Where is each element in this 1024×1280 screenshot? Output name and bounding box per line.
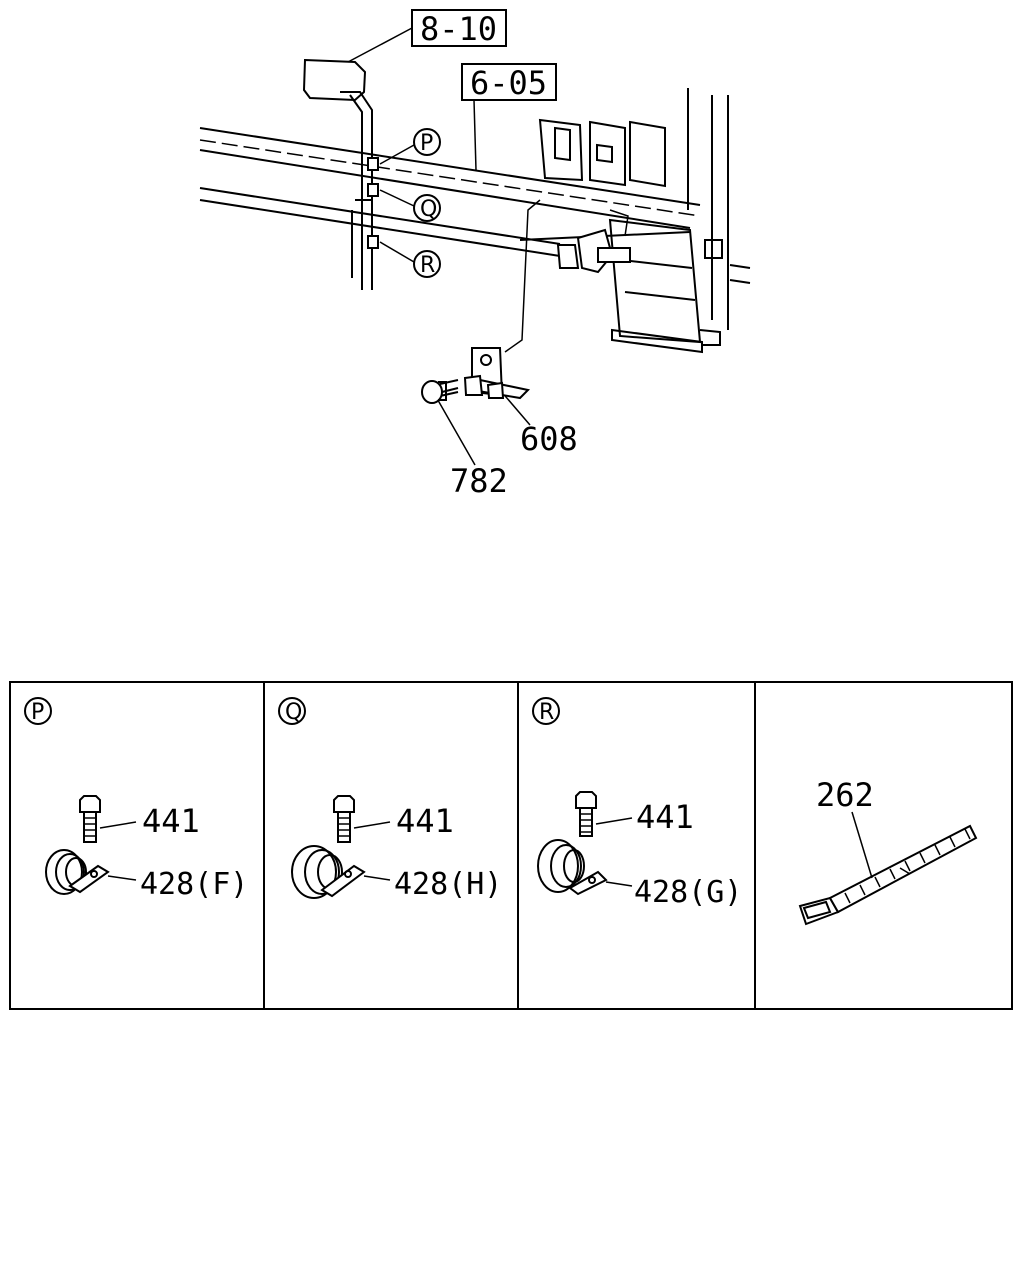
panel-tie-label: 262: [816, 776, 874, 814]
callout-q-label: Q: [420, 197, 437, 222]
stay-clips: [367, 157, 379, 249]
panel-q-clip-label: 428(H): [394, 867, 502, 902]
panel-r-clip-label: 428(G): [634, 875, 742, 910]
ref-box-8-10: [411, 9, 507, 47]
panel-q-bolt-label: 441: [396, 802, 454, 840]
detail-panel-r: R 441 428(G): [532, 697, 742, 910]
callout-p-label: P: [420, 131, 433, 156]
bolt-782: [421, 379, 459, 404]
detail-panel-tie: 262: [798, 776, 978, 926]
callout-r-circle: [413, 250, 441, 278]
main-assembly: 8-10 6-05 P Q R 608 782: [199, 9, 751, 500]
ref-8-10-label: 8-10: [420, 10, 497, 48]
part-608-label: 608: [520, 420, 578, 458]
detail-panel-q: Q 441 428(H): [278, 697, 502, 902]
bolt-441-icon: [575, 791, 597, 837]
panel-p-bolt-label: 441: [142, 802, 200, 840]
rail-fitting: [556, 209, 631, 274]
clip-428-icon: [45, 849, 110, 895]
clip-428-icon: [537, 839, 608, 896]
panel-p-marker: P: [31, 700, 44, 725]
panel-r-bolt-label: 441: [636, 798, 694, 836]
detail-panel-p: P 441 428(F): [24, 697, 248, 902]
panel-r-marker: R: [539, 700, 554, 725]
bolt-441-icon: [79, 795, 101, 843]
ref-6-05-label: 6-05: [470, 64, 547, 102]
clip-428-icon: [291, 845, 366, 899]
detail-table: P 441 428(F) Q: [9, 681, 1013, 1010]
bolt-441-icon: [333, 795, 355, 843]
cab-rear-structure: [538, 88, 751, 330]
ref-box-6-05: [461, 63, 557, 101]
mirror-assembly: [302, 58, 373, 290]
cable-tie-icon: [798, 824, 978, 926]
callout-p-circle: [413, 128, 441, 156]
leader-lines: [347, 27, 541, 466]
part-782-label: 782: [450, 462, 508, 500]
callout-q-circle: [413, 194, 441, 222]
callout-r-label: R: [420, 253, 435, 278]
step-assembly: [608, 218, 721, 354]
bracket-608: [463, 347, 531, 400]
panel-q-marker: Q: [285, 700, 302, 725]
panel-p-clip-label: 428(F): [140, 867, 248, 902]
